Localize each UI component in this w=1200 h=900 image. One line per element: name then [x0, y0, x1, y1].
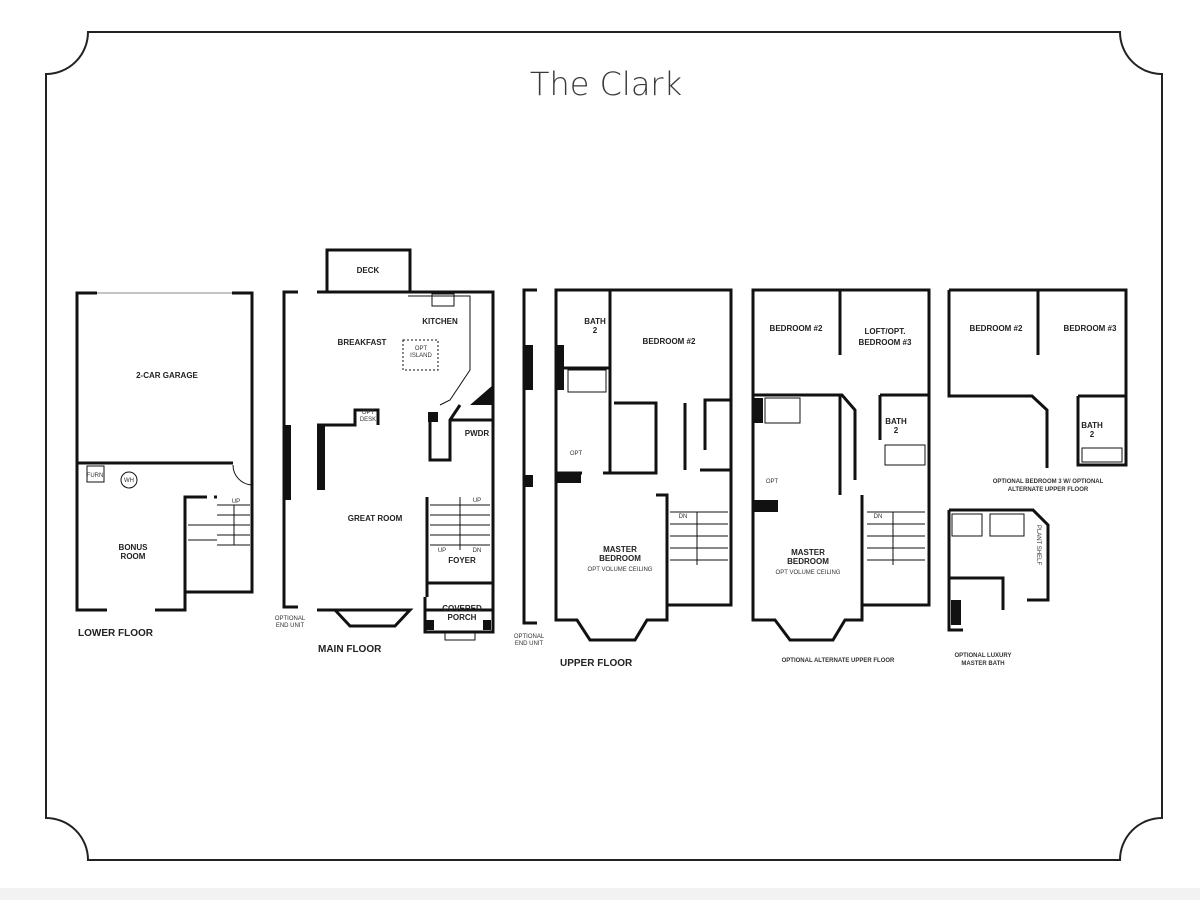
- furnace-label: FURN: [87, 473, 104, 479]
- room-label-master-2: BEDROOM: [599, 554, 641, 563]
- opt-desk-label-2: DESK: [360, 417, 376, 423]
- main-floor-caption: MAIN FLOOR: [318, 644, 382, 655]
- room-label-loft: LOFT/OPT.: [865, 327, 906, 336]
- luxury-bath-caption: OPTIONAL LUXURY: [954, 653, 1011, 659]
- upper-floor-plan: BATH 2 BEDROOM #2 MASTER BEDROOM OPT VOL…: [554, 288, 733, 669]
- stair-up-label-2: UP: [438, 548, 446, 554]
- room-label-master: MASTER: [603, 545, 637, 554]
- alt-upper-floor-caption: OPTIONAL ALTERNATE UPPER FLOOR: [782, 658, 895, 664]
- opt-label: OPT: [766, 479, 779, 485]
- opt-island-label: OPT: [415, 346, 428, 352]
- room-label-bedroom-2: BEDROOM #2: [643, 337, 696, 346]
- main-floor-plan: DECK KITCHEN BREAKFAST OPT ISLAND OPT DE…: [317, 248, 495, 655]
- opt-bedroom3-caption: OPTIONAL BEDROOM 3 W/ OPTIONAL: [993, 479, 1104, 485]
- stair-up-label: UP: [473, 498, 481, 504]
- room-label-master: MASTER: [791, 548, 825, 557]
- alt-upper-floor-plan: BEDROOM #2 LOFT/OPT. BEDROOM #3 BATH 2 M…: [751, 288, 931, 664]
- room-label-bonus-2: ROOM: [121, 552, 146, 561]
- end-unit-label-2: END UNIT: [276, 623, 305, 629]
- room-label-bath: BATH: [584, 317, 606, 326]
- room-label-porch: COVERED: [442, 604, 482, 613]
- volume-ceiling-label: OPT VOLUME CEILING: [588, 567, 653, 573]
- end-unit-label: OPTIONAL: [275, 616, 306, 622]
- luxury-bath-caption-2: MASTER BATH: [961, 661, 1004, 667]
- room-label-bonus: BONUS: [119, 543, 149, 552]
- opt-island-label-2: ISLAND: [410, 353, 432, 359]
- opt-desk-label: OPT: [362, 410, 375, 416]
- room-label-porch-2: PORCH: [448, 613, 477, 622]
- room-label-bath-2: 2: [894, 426, 899, 435]
- room-label-bath: BATH: [1081, 421, 1103, 430]
- room-label-great-room: GREAT ROOM: [348, 514, 403, 523]
- stair-down-label: DN: [874, 514, 883, 520]
- room-label-bedroom-2: BEDROOM #2: [970, 324, 1023, 333]
- luxury-bath-plan: OPTIONAL LUXURY MASTER BATH PLANT SHELF: [947, 508, 1050, 667]
- main-end-unit-wall: OPTIONAL END UNIT: [275, 290, 306, 629]
- room-label-bath: BATH: [885, 417, 907, 426]
- room-label-bath-2: 2: [1090, 430, 1095, 439]
- stair-down-label: DN: [679, 514, 688, 520]
- stair-up-label: UP: [232, 499, 240, 505]
- room-label-bedroom-2: BEDROOM #2: [770, 324, 823, 333]
- end-unit-label-2: END UNIT: [515, 641, 544, 647]
- water-heater-label: WH: [124, 478, 134, 484]
- stair-down-label: DN: [473, 548, 482, 554]
- room-label-kitchen: KITCHEN: [422, 317, 458, 326]
- room-label-loft-2: BEDROOM #3: [859, 338, 912, 347]
- upper-end-unit-wall: OPTIONAL END UNIT: [514, 288, 545, 647]
- opt-bedroom3-caption-2: ALTERNATE UPPER FLOOR: [1008, 487, 1089, 493]
- volume-ceiling-label: OPT VOLUME CEILING: [776, 570, 841, 576]
- lower-floor-caption: LOWER FLOOR: [78, 628, 154, 639]
- decorative-frame: [45, 31, 1163, 861]
- room-label-master-2: BEDROOM: [787, 557, 829, 566]
- room-label-foyer: FOYER: [448, 556, 476, 565]
- plan-title: The Clark: [530, 65, 682, 103]
- room-label-garage: 2-CAR GARAGE: [136, 371, 198, 380]
- opt-label: OPT: [570, 451, 583, 457]
- room-label-powder: PWDR: [465, 429, 490, 438]
- room-label-bedroom-3: BEDROOM #3: [1064, 324, 1117, 333]
- upper-floor-caption: UPPER FLOOR: [560, 658, 633, 669]
- room-label-breakfast: BREAKFAST: [338, 338, 387, 347]
- room-label-deck: DECK: [357, 266, 380, 275]
- plant-shelf-label: PLANT SHELF: [1035, 525, 1041, 566]
- lower-floor-plan: 2-CAR GARAGE BONUS ROOM FURN WH UP LOWER…: [75, 291, 254, 639]
- bottom-strip: [0, 888, 1200, 900]
- optional-bedroom3-plan: BEDROOM #2 BEDROOM #3 BATH 2 OPTIONAL BE…: [947, 288, 1128, 493]
- room-label-bath-2: 2: [593, 326, 598, 335]
- end-unit-label: OPTIONAL: [514, 634, 545, 640]
